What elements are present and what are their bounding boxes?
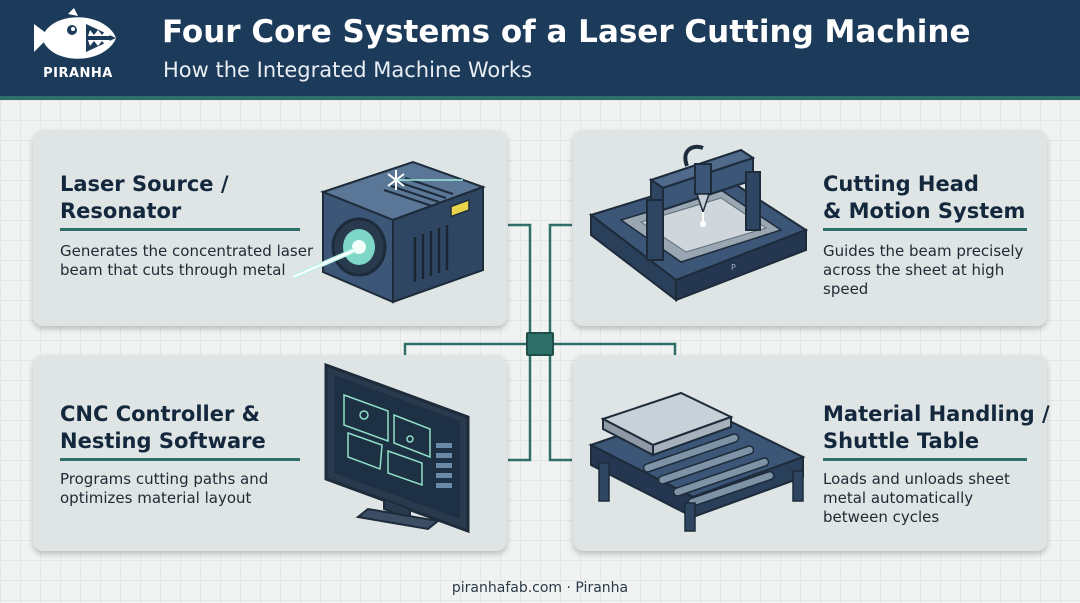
brand-name: PIRANHA <box>43 66 113 81</box>
connector-hub <box>526 332 554 356</box>
laser-source-icon <box>293 160 486 304</box>
page-subtitle: How the Integrated Machine Works <box>163 58 532 82</box>
footer-credit: piranhafab.com · Piranha <box>451 580 629 596</box>
panel-description: Programs cutting paths and optimizes mat… <box>60 470 269 507</box>
panel-description: Generates the concentrated laser beam th… <box>60 242 314 279</box>
shuttle-table-icon <box>588 391 806 532</box>
page-title: Four Core Systems of a Laser Cutting Mac… <box>162 14 971 50</box>
panel-title: Laser Source / Resonator <box>60 172 229 223</box>
cutting-gantry-icon: P <box>588 144 809 303</box>
panel-cutting-head: P Cutting Head & Motion System Guides th… <box>573 130 1047 326</box>
title-underline <box>60 458 300 461</box>
piranha-logo-icon <box>34 8 116 59</box>
panel-description: Loads and unloads sheet metal automatica… <box>823 470 1010 526</box>
title-underline <box>60 228 300 231</box>
brand-logo: PIRANHA <box>28 8 128 88</box>
header-bar: PIRANHA Four Core Systems of a Laser Cut… <box>0 0 1080 100</box>
panel-material-handling: Material Handling / Shuttle Table Loads … <box>573 355 1050 551</box>
title-underline <box>823 458 1027 461</box>
panel-cnc-controller: CNC Controller & Nesting Software Progra… <box>33 355 507 551</box>
panel-description: Guides the beam precisely across the she… <box>823 242 1024 298</box>
panel-title: Material Handling / Shuttle Table <box>823 402 1050 453</box>
panel-title: Cutting Head & Motion System <box>823 172 1026 223</box>
panel-laser-source: Laser Source / Resonator Generates the c… <box>33 130 507 326</box>
cnc-monitor-icon <box>324 362 470 534</box>
svg-text:P: P <box>731 263 736 272</box>
panel-title: CNC Controller & Nesting Software <box>60 402 266 453</box>
title-underline <box>823 228 1027 231</box>
